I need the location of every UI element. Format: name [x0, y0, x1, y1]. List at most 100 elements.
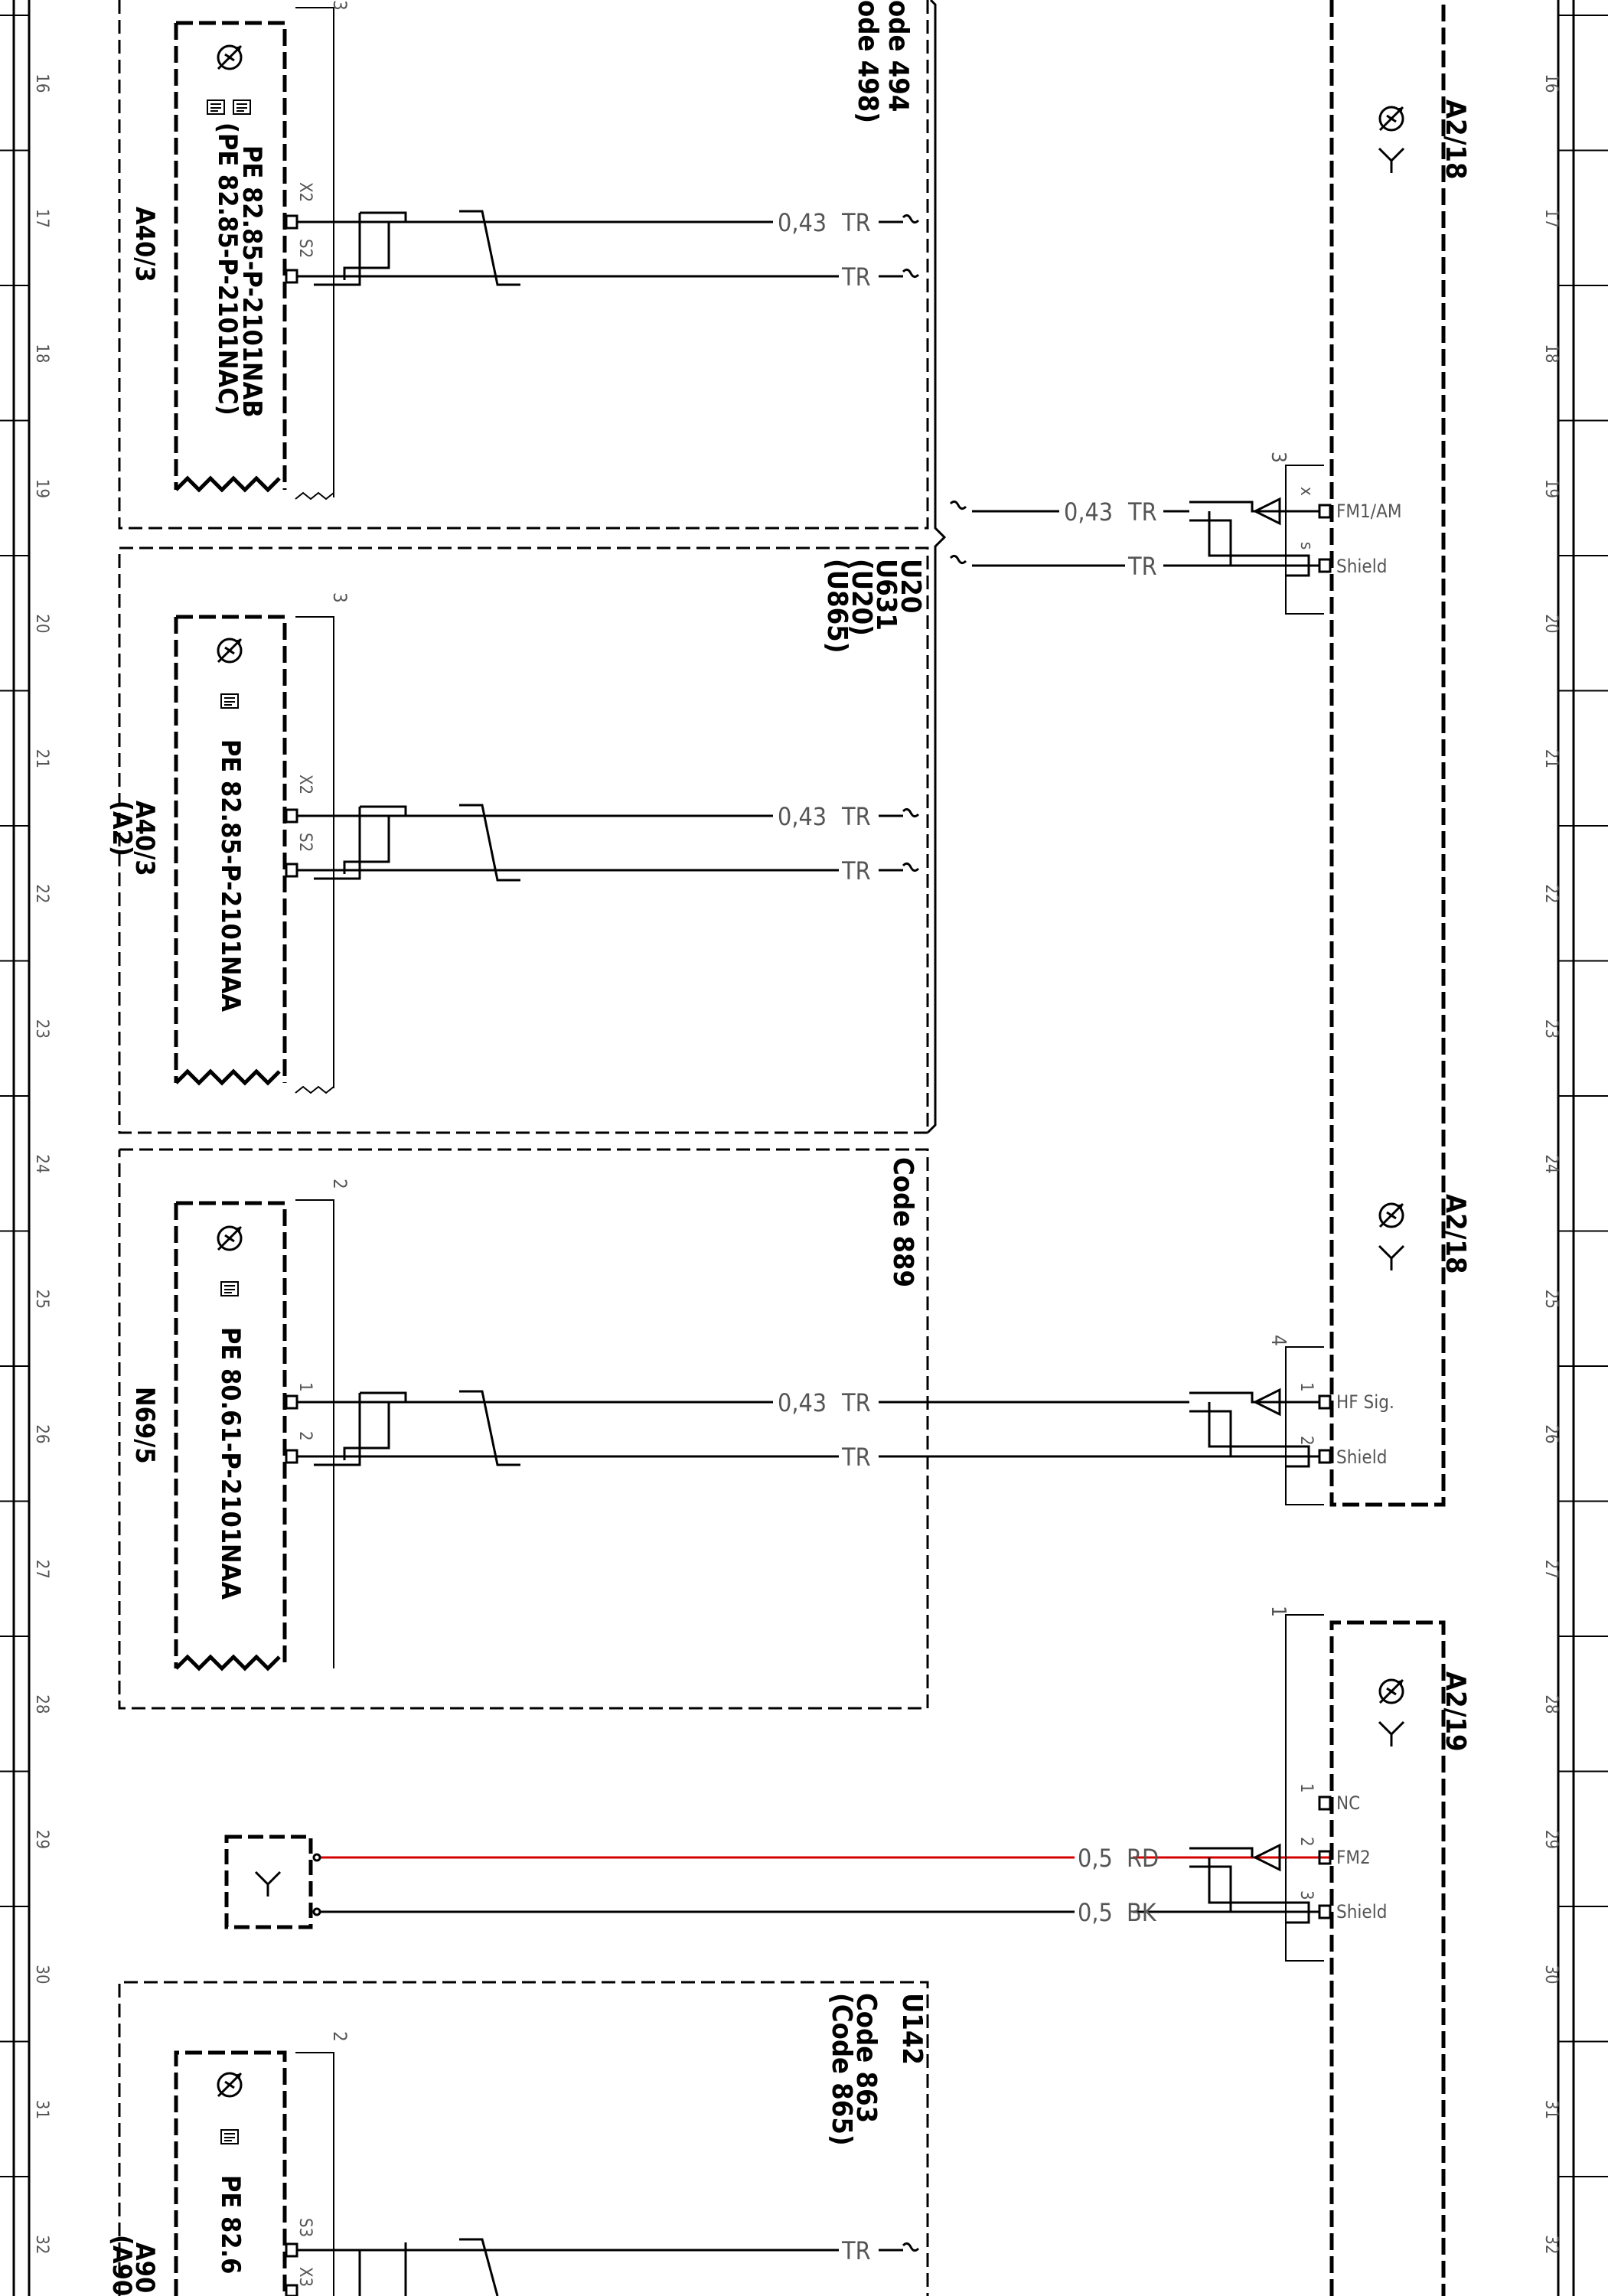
module-a2-19	[1329, 1620, 1446, 2296]
code-top-line1: ode 494	[882, 0, 914, 112]
grid-number: 30	[32, 1965, 51, 1984]
a2-19-pin-2: 2	[1297, 1837, 1316, 1847]
module-a2-18-top	[1329, 0, 1446, 1507]
grid-number: 22	[32, 884, 51, 903]
n69-5-pin-count: 2	[329, 1179, 351, 1189]
n69-5-pin-2: 2	[295, 1431, 315, 1441]
grid-number: 26	[1541, 1424, 1561, 1443]
grid-number: 17	[32, 209, 51, 228]
n69-5-labels: PE 80.61-P-2101NAA N69/5 1 2 2	[129, 1179, 351, 1600]
bottom-code-line3: (Code 865)	[826, 1993, 857, 2146]
grid-number: 32	[32, 2235, 51, 2254]
u-block-line4: (U865)	[821, 559, 853, 654]
grid-number: 17	[1541, 209, 1561, 228]
u-block-line2: U631	[870, 559, 902, 631]
antenna-source-box	[224, 1835, 313, 1929]
grid-number: 19	[32, 479, 51, 498]
w5-color: TR	[841, 1388, 871, 1417]
a40-3-top-pe2: (PE 82.85-P-2101NAC)	[212, 122, 243, 416]
w2-color: TR	[841, 263, 871, 292]
grid-number: 20	[32, 614, 51, 633]
w7-color: TR	[1127, 497, 1157, 527]
n69-5-pin-1: 1	[295, 1382, 315, 1392]
a2-18-mid-id: A2/18	[1440, 1194, 1471, 1274]
right-coax-symbols	[1189, 497, 1319, 1924]
grid-number: 30	[1541, 1965, 1561, 1984]
grid-frame	[12, 0, 1575, 2296]
a2-18-mid-signal: HF Sig.	[1336, 1391, 1394, 1413]
right-pin-labels: 3 x s FM1/AM Shield 4 1 2 HF Sig. Shield…	[1267, 452, 1401, 1923]
a2-18-mid-pin-1: 1	[1297, 1382, 1316, 1392]
grid-number: 29	[1541, 1830, 1561, 1849]
w3-size: 0,43	[778, 802, 827, 831]
a40-3-top-id: A40/3	[129, 207, 160, 282]
w7-size: 0,43	[1064, 497, 1113, 527]
code-labels: ode 494 ode 498) U20 U631 (U20) (U865) C…	[821, 0, 928, 2146]
grid-number: 28	[1541, 1694, 1561, 1714]
a2-19-nc: NC	[1336, 1792, 1360, 1814]
a2-18-top-pin-count: 3	[1267, 452, 1290, 463]
component-box-a40-3-top	[174, 21, 287, 490]
grid-number: 27	[32, 1560, 51, 1579]
break-marks-small	[295, 491, 334, 1094]
connector-brackets-left	[295, 7, 334, 2296]
grid-number: 27	[1541, 1560, 1561, 1579]
grid-number: 23	[32, 1019, 51, 1039]
a40-3-top-labels: PE 82.85-P-2101NAB (PE 82.85-P-2101NAC) …	[129, 0, 351, 418]
n69-5-pe1: PE 80.61-P-2101NAA	[215, 1327, 246, 1600]
a2-18-mid-pin-count: 4	[1267, 1335, 1290, 1346]
break-marks	[174, 475, 281, 1671]
w1-color: TR	[841, 208, 871, 237]
n69-5-id: N69/5	[129, 1387, 160, 1464]
a2-19-pin-1: 1	[1297, 1783, 1316, 1793]
a90-pin-count: 2	[329, 2031, 351, 2042]
a2-18-top-id: A2/18	[1440, 99, 1471, 180]
grid-number: 21	[1541, 749, 1561, 768]
grid-number: 25	[1541, 1290, 1561, 1309]
wire-labels: 0,43 TR TR 0,43 TR TR 0,43 TR TR TR 0,43…	[778, 208, 1159, 2265]
w9-size: 0,5	[1078, 1844, 1113, 1873]
a90-pin-x: X3	[295, 2267, 315, 2287]
w3-color: TR	[841, 802, 871, 831]
w6-color: TR	[841, 1443, 871, 1472]
a40-3-mid-labels: PE 82.85-P-2101NAA A40/3 (A2) X2 S2 3	[106, 592, 351, 1012]
antenna-y-icon	[254, 1870, 282, 1898]
right-module-labels: A2/18 A2/18 A2/19	[1440, 99, 1471, 1752]
module-block-n69	[118, 1148, 929, 1710]
a2-18-mid-shield: Shield	[1336, 1446, 1387, 1468]
bottom-code-line2: Code 863	[850, 1993, 882, 2123]
a40-3-mid-pin-count: 3	[329, 592, 351, 603]
w10-color: BK	[1127, 1898, 1157, 1927]
a2-19-pin-count: 1	[1267, 1606, 1290, 1617]
grid-number: 22	[1541, 884, 1561, 903]
a40-3-mid-pe1: PE 82.85-P-2101NAA	[215, 739, 246, 1012]
grid-number: 16	[1541, 73, 1561, 93]
grid-number: 24	[1541, 1154, 1561, 1173]
w11-color: TR	[841, 2236, 871, 2265]
w4-color: TR	[841, 856, 871, 885]
a2-18-top-pin-x: x	[1297, 487, 1316, 496]
grid-number: 21	[32, 749, 51, 768]
grid-number: 18	[1541, 344, 1561, 363]
w5-size: 0,43	[778, 1388, 827, 1417]
grid-number: 29	[32, 1830, 51, 1849]
grid-number: 28	[32, 1694, 51, 1714]
grid-number: 25	[32, 1290, 51, 1309]
grid-number: 18	[32, 344, 51, 363]
a40-3-top-pin-x: X2	[295, 182, 315, 202]
u-block-line1: U20	[895, 559, 926, 613]
right-pin-terminals	[1318, 504, 1332, 1919]
wire-end-marks	[902, 214, 967, 2252]
a40-3-mid-alt: (A2)	[106, 801, 137, 856]
u-block-line3: (U20)	[846, 559, 877, 636]
grid-number: 20	[1541, 614, 1561, 633]
a40-3-top-pin-s: S2	[295, 239, 315, 258]
right-antenna-icons	[1378, 106, 1405, 1748]
a2-18-top-shield: Shield	[1336, 556, 1387, 577]
module-block-top	[118, 0, 929, 530]
a40-3-top-pin-count: 3	[329, 0, 351, 11]
a2-18-mid-pin-2: 2	[1297, 1436, 1316, 1446]
code-brace	[926, 0, 947, 1134]
